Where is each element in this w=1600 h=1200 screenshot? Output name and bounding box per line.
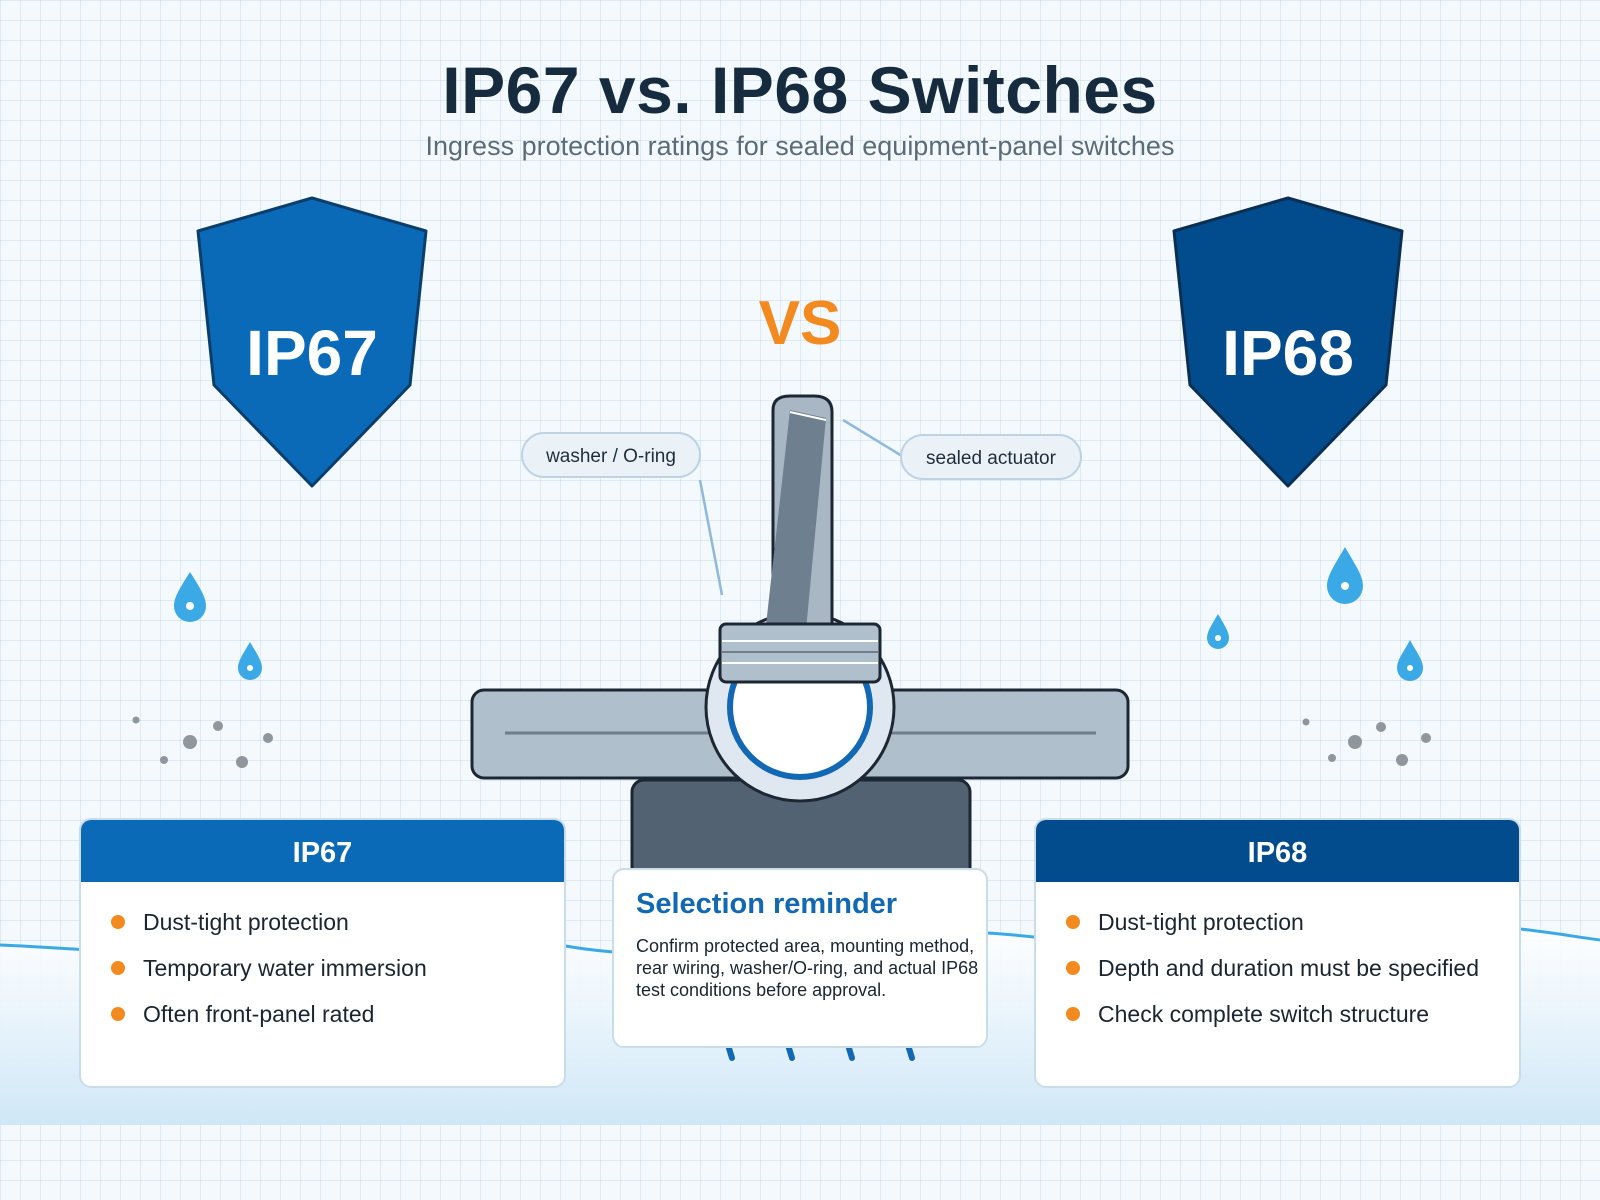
ip68-shield-label: IP68 (1222, 317, 1354, 389)
ip67-feature-list: Dust-tight protection Temporary water im… (81, 882, 564, 1040)
ip67-card: IP67 Dust-tight protection Temporary wat… (79, 818, 566, 1088)
ip68-feature-list: Dust-tight protection Depth and duration… (1036, 882, 1519, 1040)
list-item: Dust-tight protection (109, 902, 564, 948)
actuator-callout: sealed actuator (900, 434, 1082, 480)
ip67-card-title: IP67 (81, 820, 564, 882)
list-item: Depth and duration must be specified (1064, 948, 1519, 994)
page-title: IP67 vs. IP68 Switches (442, 53, 1158, 127)
washer-pointer-line (698, 479, 724, 596)
list-item: Dust-tight protection (1064, 902, 1519, 948)
ip68-card: IP68 Dust-tight protection Depth and dur… (1034, 818, 1521, 1088)
reminder-body: Confirm protected area, mounting method,… (636, 936, 979, 1000)
list-item: Temporary water immersion (109, 948, 564, 994)
water-drop-icon (238, 642, 262, 680)
actuator-highlight (789, 411, 827, 421)
water-drop-icon (1397, 640, 1423, 681)
bullet-icon (111, 915, 125, 929)
water-drop-icon (1327, 547, 1363, 604)
vs-label: VS (758, 289, 842, 358)
list-item: Check complete switch structure (1064, 994, 1519, 1040)
reminder-title: Selection reminder (636, 888, 898, 920)
ip67-shield-label: IP67 (246, 317, 378, 389)
ip67-shield-icon (196, 196, 428, 488)
dust-particles (132, 716, 273, 768)
bullet-icon (1066, 961, 1080, 975)
water-drop-icon (174, 572, 206, 622)
bullet-icon (111, 961, 125, 975)
page-subtitle: Ingress protection ratings for sealed eq… (425, 131, 1175, 161)
ip68-shield-icon (1172, 196, 1404, 488)
dust-particles (1302, 718, 1431, 766)
selection-reminder-card: Selection reminder Confirm protected are… (612, 868, 988, 1048)
bullet-icon (1066, 915, 1080, 929)
ip68-card-title: IP68 (1036, 820, 1519, 882)
bullet-icon (111, 1007, 125, 1021)
actuator-pointer-line (842, 418, 903, 458)
water-drop-icon (1207, 614, 1229, 649)
actuator-shadow (766, 410, 826, 630)
list-item: Often front-panel rated (109, 994, 564, 1040)
washer-callout: washer / O-ring (521, 432, 701, 478)
bullet-icon (1066, 1007, 1080, 1021)
